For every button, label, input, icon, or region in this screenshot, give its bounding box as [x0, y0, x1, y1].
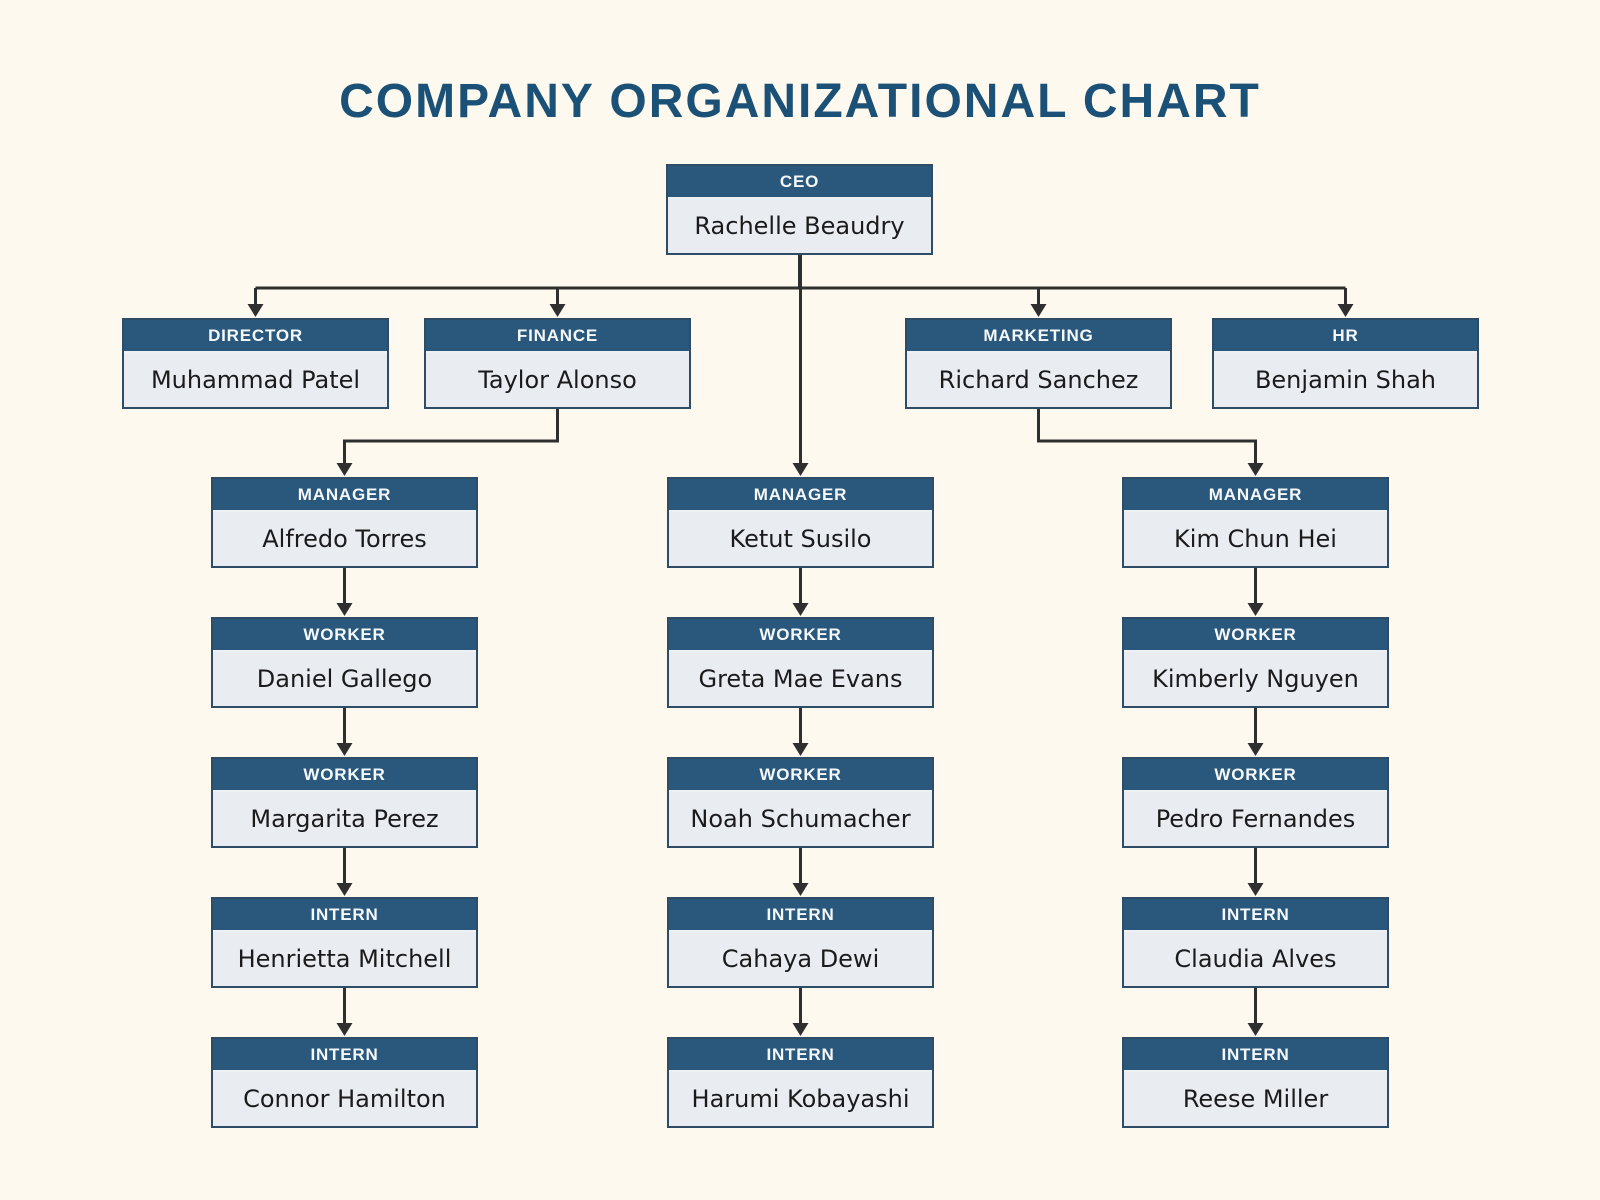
person-name: Henrietta Mitchell [213, 932, 476, 986]
role-label: MARKETING [907, 320, 1170, 353]
person-name: Reese Miller [1124, 1072, 1387, 1126]
person-name: Kim Chun Hei [1124, 512, 1387, 566]
person-name: Muhammad Patel [124, 353, 387, 407]
person-name: Cahaya Dewi [669, 932, 932, 986]
role-label: WORKER [669, 759, 932, 792]
person-name: Harumi Kobayashi [669, 1072, 932, 1126]
person-name: Greta Mae Evans [669, 652, 932, 706]
role-label: INTERN [213, 1039, 476, 1072]
role-label: WORKER [213, 619, 476, 652]
arrowhead-icon [247, 304, 1354, 1036]
person-name: Richard Sanchez [907, 353, 1170, 407]
person-name: Noah Schumacher [669, 792, 932, 846]
role-label: WORKER [1124, 759, 1387, 792]
role-label: FINANCE [426, 320, 689, 353]
page-title: COMPANY ORGANIZATIONAL CHART [339, 75, 1261, 128]
person-name: Alfredo Torres [213, 512, 476, 566]
person-name: Margarita Perez [213, 792, 476, 846]
person-name: Daniel Gallego [213, 652, 476, 706]
role-label: MANAGER [213, 479, 476, 512]
role-label: MANAGER [669, 479, 932, 512]
role-label: INTERN [1124, 899, 1387, 932]
role-label: INTERN [1124, 1039, 1387, 1072]
role-label: DIRECTOR [124, 320, 387, 353]
role-label: WORKER [213, 759, 476, 792]
person-name: Rachelle Beaudry [668, 199, 931, 253]
person-name: Claudia Alves [1124, 932, 1387, 986]
role-label: HR [1214, 320, 1477, 353]
person-name: Pedro Fernandes [1124, 792, 1387, 846]
role-label: WORKER [1124, 619, 1387, 652]
person-name: Ketut Susilo [669, 512, 932, 566]
person-name: Connor Hamilton [213, 1072, 476, 1126]
person-name: Kimberly Nguyen [1124, 652, 1387, 706]
role-label: WORKER [669, 619, 932, 652]
role-label: INTERN [213, 899, 476, 932]
role-label: INTERN [669, 1039, 932, 1072]
role-label: INTERN [669, 899, 932, 932]
role-label: MANAGER [1124, 479, 1387, 512]
role-label: CEO [668, 166, 931, 199]
person-name: Benjamin Shah [1214, 353, 1477, 407]
connector-stems [254, 255, 1347, 1028]
person-name: Taylor Alonso [426, 353, 689, 407]
